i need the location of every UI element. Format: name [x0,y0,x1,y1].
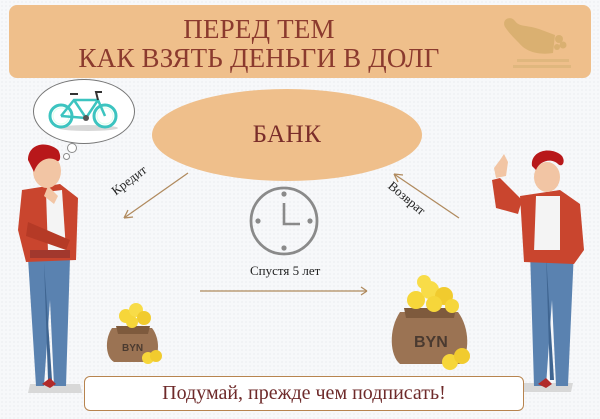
right-character-illustration [492,150,584,392]
large-bag-currency: BYN [414,334,448,351]
timeline-arrow [200,286,368,296]
warning-message: Подумай, прежде чем подписать! [162,382,446,404]
small-money-bag [106,303,162,364]
clock-icon [249,186,319,256]
cornucopia-logo-icon [504,18,571,68]
thought-dot-small [63,153,70,160]
thought-dot-large [67,143,77,153]
small-bag-currency: BYN [122,343,143,354]
thought-bubble [33,79,135,144]
warning-box: Подумай, прежде чем подписать! [84,376,524,411]
title-line-2: КАК ВЗЯТЬ ДЕНЬГИ В ДОЛГ [78,43,440,73]
bank-ellipse: БАНК [152,89,422,181]
bank-label: БАНК [252,121,322,148]
bicycle-icon [48,91,118,131]
page-title: ПЕРЕД ТЕМ КАК ВЗЯТЬ ДЕНЬГИ В ДОЛГ [9,15,509,73]
large-money-bag [391,275,470,370]
left-character-illustration [18,144,82,393]
title-banner: ПЕРЕД ТЕМ КАК ВЗЯТЬ ДЕНЬГИ В ДОЛГ [9,5,591,78]
title-line-1: ПЕРЕД ТЕМ [183,14,335,44]
timeline-label: Спустя 5 лет [250,263,321,278]
return-arrow [393,173,460,219]
credit-arrow [123,172,189,219]
